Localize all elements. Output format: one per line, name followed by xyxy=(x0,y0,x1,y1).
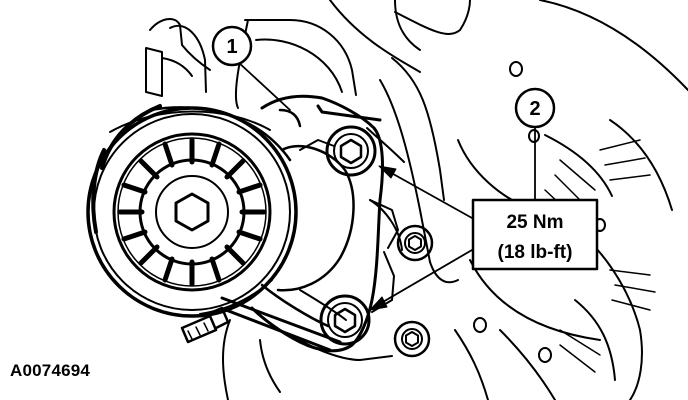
torque-imperial: (18 lb-ft) xyxy=(498,242,573,263)
pulley xyxy=(86,104,298,318)
drive-belt xyxy=(220,296,342,352)
mounting-bolt-a xyxy=(396,224,434,262)
torque-leader-upper xyxy=(385,169,473,219)
leader-lines xyxy=(237,61,536,307)
figure-id: A0074694 xyxy=(10,361,91,380)
torque-box xyxy=(471,198,599,271)
callout-1-leader xyxy=(237,61,291,111)
upper-bolt xyxy=(325,125,377,177)
arrow-lower-icon xyxy=(369,296,388,311)
mounting-bolt-b xyxy=(393,320,431,358)
adjuster-bolt xyxy=(180,306,230,344)
torque-leader-lower xyxy=(375,249,473,307)
lower-bolt xyxy=(319,294,371,346)
tensioner-bracket xyxy=(250,94,399,353)
callout-2 xyxy=(514,87,556,129)
arrowheads xyxy=(369,165,397,311)
callout-1 xyxy=(211,25,253,67)
callout-1-label: 1 xyxy=(226,36,237,58)
torque-metric: 25 Nm xyxy=(506,212,563,233)
arrow-upper-icon xyxy=(378,165,397,179)
callout-2-label: 2 xyxy=(529,98,540,120)
